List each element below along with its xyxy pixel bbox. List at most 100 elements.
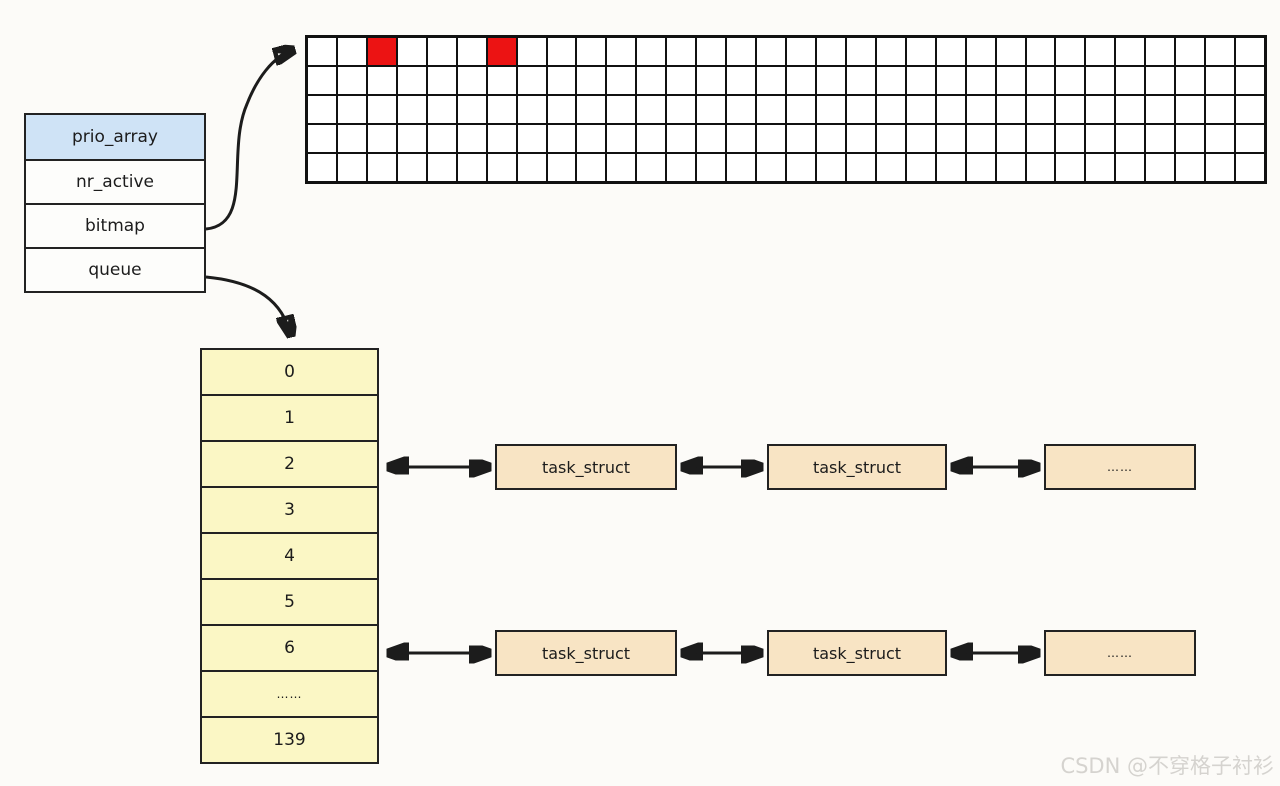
queue-row-label: 6 bbox=[284, 638, 295, 658]
queue-row-label: 5 bbox=[284, 592, 295, 612]
bitmap-cell bbox=[1115, 66, 1146, 95]
bitmap-cell bbox=[905, 37, 936, 66]
bitmap-grid bbox=[305, 35, 1267, 184]
bitmap-cell-set bbox=[366, 37, 397, 66]
bitmap-cell bbox=[815, 66, 846, 95]
bitmap-cell bbox=[576, 153, 607, 182]
bitmap-cell bbox=[1055, 37, 1086, 66]
watermark-text: CSDN @不穿格子衬衫 bbox=[1060, 754, 1274, 778]
bitmap-cell bbox=[606, 95, 637, 124]
bitmap-cell bbox=[1085, 66, 1116, 95]
bitmap-cell bbox=[696, 95, 727, 124]
queue-row-label: 2 bbox=[284, 454, 295, 474]
bitmap-cell bbox=[546, 37, 577, 66]
bitmap-cell bbox=[396, 124, 427, 153]
bitmap-cell bbox=[366, 153, 397, 182]
bitmap-cell bbox=[815, 153, 846, 182]
bitmap-cell bbox=[636, 124, 667, 153]
bitmap-cell bbox=[786, 66, 816, 95]
bitmap-cell bbox=[815, 95, 846, 124]
queue-row: 3 bbox=[202, 488, 377, 534]
bitmap-cell bbox=[456, 37, 487, 66]
bitmap-cell bbox=[995, 124, 1026, 153]
bitmap-cell bbox=[845, 95, 876, 124]
struct-title-label: prio_array bbox=[72, 127, 158, 147]
bitmap-cell bbox=[516, 153, 547, 182]
bitmap-cell bbox=[965, 124, 996, 153]
bitmap-cell bbox=[935, 37, 966, 66]
bitmap-cell bbox=[1205, 153, 1236, 182]
bitmap-cell bbox=[307, 153, 337, 182]
bitmap-cell bbox=[576, 66, 607, 95]
bitmap-cell bbox=[696, 153, 727, 182]
bitmap-cell bbox=[1205, 37, 1236, 66]
bitmap-cell bbox=[546, 66, 577, 95]
bitmap-cell bbox=[756, 153, 786, 182]
queue-pointer-arrow bbox=[205, 275, 291, 336]
bitmap-cell bbox=[935, 95, 966, 124]
bitmap-cell bbox=[965, 153, 996, 182]
bitmap-cell bbox=[666, 153, 697, 182]
bitmap-cell bbox=[486, 95, 517, 124]
bitmap-cell bbox=[875, 95, 906, 124]
bitmap-cell bbox=[606, 153, 637, 182]
struct-title-row: prio_array bbox=[26, 115, 204, 159]
bitmap-cell bbox=[307, 66, 337, 95]
bitmap-cell-set bbox=[486, 37, 517, 66]
queue-row: 6 bbox=[202, 626, 377, 672]
queue-row-label: 4 bbox=[284, 546, 295, 566]
bitmap-cell bbox=[456, 153, 487, 182]
bitmap-cell bbox=[486, 66, 517, 95]
bitmap-cell bbox=[726, 124, 757, 153]
queue-row: 4 bbox=[202, 534, 377, 580]
bitmap-cell bbox=[995, 153, 1026, 182]
bitmap-cell bbox=[336, 66, 367, 95]
bitmap-cell bbox=[426, 95, 457, 124]
bitmap-cell bbox=[756, 95, 786, 124]
bitmap-cell bbox=[1115, 37, 1146, 66]
bitmap-cell bbox=[1145, 66, 1176, 95]
bitmap-cell bbox=[756, 37, 786, 66]
bitmap-cell bbox=[905, 66, 936, 95]
bitmap-cell bbox=[1145, 153, 1176, 182]
bitmap-cell bbox=[666, 95, 697, 124]
bitmap-cell bbox=[516, 37, 547, 66]
task-struct-node: task_struct bbox=[495, 630, 677, 676]
queue-row: 0 bbox=[202, 350, 377, 396]
bitmap-cell bbox=[396, 66, 427, 95]
bitmap-cell bbox=[1235, 153, 1265, 182]
struct-field-queue: queue bbox=[26, 247, 204, 291]
bitmap-cell bbox=[606, 124, 637, 153]
bitmap-cell bbox=[666, 66, 697, 95]
bitmap-cell bbox=[1145, 95, 1176, 124]
queue-row: 5 bbox=[202, 580, 377, 626]
bitmap-cell bbox=[366, 95, 397, 124]
bitmap-cell bbox=[636, 66, 667, 95]
bitmap-cell bbox=[336, 37, 367, 66]
bitmap-cell bbox=[696, 66, 727, 95]
bitmap-cell bbox=[576, 37, 607, 66]
bitmap-cell bbox=[426, 153, 457, 182]
bitmap-cell bbox=[1115, 124, 1146, 153]
bitmap-cell bbox=[486, 153, 517, 182]
bitmap-cell bbox=[726, 37, 757, 66]
task-list-ellipsis-node: …… bbox=[1044, 630, 1196, 676]
bitmap-cell bbox=[995, 95, 1026, 124]
bitmap-cell bbox=[336, 153, 367, 182]
bitmap-cell bbox=[307, 37, 337, 66]
task-list-ellipsis-node: …… bbox=[1044, 444, 1196, 490]
bitmap-cell bbox=[1235, 66, 1265, 95]
bitmap-cell bbox=[786, 37, 816, 66]
struct-field-label: queue bbox=[88, 260, 142, 280]
bitmap-cell bbox=[1025, 124, 1056, 153]
bitmap-cell bbox=[576, 124, 607, 153]
bitmap-cell bbox=[546, 124, 577, 153]
bitmap-cell bbox=[786, 95, 816, 124]
bitmap-cell bbox=[516, 66, 547, 95]
bitmap-cell bbox=[366, 124, 397, 153]
struct-field-bitmap: bitmap bbox=[26, 203, 204, 247]
bitmap-cell bbox=[845, 37, 876, 66]
bitmap-cell bbox=[426, 66, 457, 95]
